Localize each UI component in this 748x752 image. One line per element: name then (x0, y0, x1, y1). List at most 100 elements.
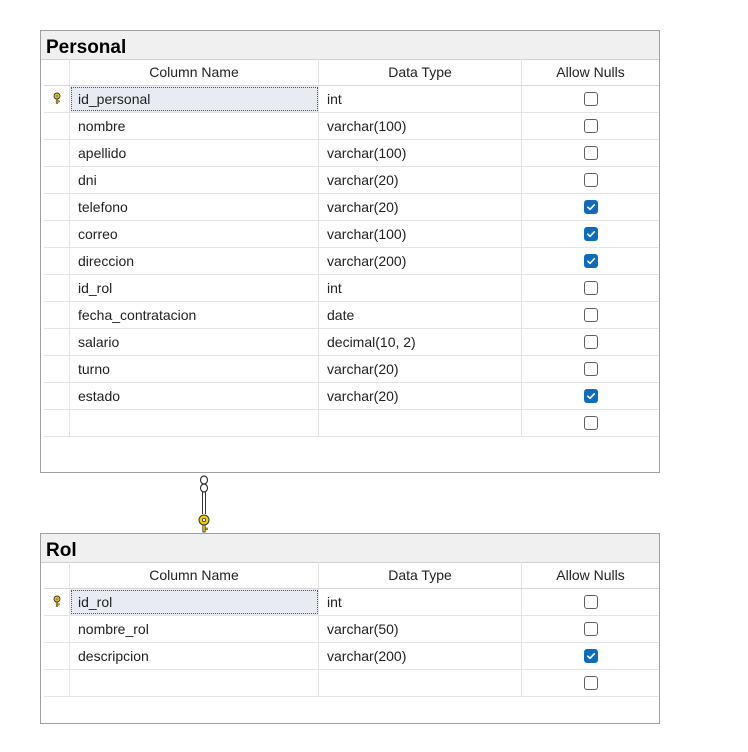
header-allow-nulls[interactable]: Allow Nulls (556, 64, 625, 80)
relationship-connector[interactable] (196, 474, 212, 534)
row-selector[interactable] (44, 167, 70, 193)
row-selector[interactable] (44, 248, 70, 274)
table-title-bar[interactable]: Rol (41, 534, 659, 563)
data-type-cell[interactable]: varchar(100) (319, 221, 522, 247)
allow-nulls-checkbox[interactable] (583, 119, 598, 133)
row-selector[interactable] (44, 194, 70, 220)
allow-nulls-checkbox[interactable] (583, 595, 598, 609)
data-type-cell[interactable] (319, 670, 522, 696)
allow-nulls-checkbox[interactable] (583, 146, 598, 160)
allow-nulls-cell (522, 140, 659, 166)
row-selector[interactable] (44, 329, 70, 355)
column-name-cell[interactable]: nombre_rol (70, 616, 319, 642)
column-name-cell[interactable]: id_rol (70, 275, 319, 301)
data-type-cell[interactable]: varchar(100) (319, 113, 522, 139)
data-type-cell[interactable]: varchar(200) (319, 643, 522, 669)
table-row[interactable] (44, 410, 659, 437)
data-type-cell[interactable]: varchar(20) (319, 356, 522, 382)
column-name-cell[interactable]: direccion (70, 248, 319, 274)
row-selector-header (44, 59, 70, 85)
allow-nulls-cell (522, 167, 659, 193)
column-name-cell[interactable]: telefono (70, 194, 319, 220)
column-name-cell[interactable] (70, 410, 319, 436)
data-type-cell[interactable]: varchar(200) (319, 248, 522, 274)
allow-nulls-checkbox[interactable] (583, 173, 598, 187)
row-selector[interactable] (44, 616, 70, 642)
data-type-cell[interactable]: decimal(10, 2) (319, 329, 522, 355)
column-name-cell[interactable]: nombre (70, 113, 319, 139)
allow-nulls-checkbox[interactable] (583, 335, 598, 349)
allow-nulls-checkbox[interactable] (583, 649, 598, 663)
column-name-cell[interactable]: estado (70, 383, 319, 409)
column-name-cell[interactable]: salario (70, 329, 319, 355)
header-data-type[interactable]: Data Type (319, 59, 522, 85)
row-selector[interactable] (44, 86, 70, 112)
allow-nulls-cell (522, 616, 659, 642)
row-selector[interactable] (44, 383, 70, 409)
row-selector[interactable] (44, 140, 70, 166)
allow-nulls-checkbox[interactable] (583, 308, 598, 322)
row-selector[interactable] (44, 356, 70, 382)
table-row[interactable] (44, 670, 659, 697)
data-type-cell[interactable]: int (319, 275, 522, 301)
column-name-cell[interactable]: id_personal (70, 86, 319, 112)
row-selector[interactable] (44, 302, 70, 328)
data-type-cell[interactable]: varchar(50) (319, 616, 522, 642)
table-title-bar[interactable]: Personal (41, 31, 659, 60)
column-name-cell[interactable]: fecha_contratacion (70, 302, 319, 328)
allow-nulls-checkbox[interactable] (583, 254, 598, 268)
column-name-cell[interactable] (70, 670, 319, 696)
data-type-cell[interactable]: int (319, 86, 522, 112)
row-selector[interactable] (44, 589, 70, 615)
data-type-cell[interactable]: date (319, 302, 522, 328)
allow-nulls-checkbox[interactable] (583, 92, 598, 106)
data-type-cell[interactable]: varchar(20) (319, 167, 522, 193)
allow-nulls-cell (522, 248, 659, 274)
column-name-cell[interactable]: apellido (70, 140, 319, 166)
allow-nulls-checkbox[interactable] (583, 227, 598, 241)
column-name-cell[interactable]: correo (70, 221, 319, 247)
column-name-cell[interactable]: id_rol (70, 589, 319, 615)
data-type-cell[interactable] (319, 410, 522, 436)
allow-nulls-checkbox[interactable] (583, 416, 598, 430)
allow-nulls-checkbox[interactable] (583, 622, 598, 636)
allow-nulls-checkbox[interactable] (583, 389, 598, 403)
header-data-type[interactable]: Data Type (319, 562, 522, 588)
header-column-name[interactable]: Column Name (70, 59, 319, 85)
allow-nulls-checkbox[interactable] (583, 362, 598, 376)
row-selector[interactable] (44, 275, 70, 301)
data-type-cell[interactable]: int (319, 589, 522, 615)
allow-nulls-checkbox[interactable] (583, 281, 598, 295)
data-type-cell[interactable]: varchar(20) (319, 383, 522, 409)
row-selector[interactable] (44, 410, 70, 436)
allow-nulls-checkbox[interactable] (583, 676, 598, 690)
row-selector[interactable] (44, 670, 70, 696)
column-name-cell[interactable]: descripcion (70, 643, 319, 669)
column-name-cell[interactable]: turno (70, 356, 319, 382)
row-selector[interactable] (44, 113, 70, 139)
column-name-cell[interactable]: dni (70, 167, 319, 193)
data-type-cell[interactable]: varchar(100) (319, 140, 522, 166)
allow-nulls-cell (522, 194, 659, 220)
data-type-cell[interactable]: varchar(20) (319, 194, 522, 220)
header-column-name[interactable]: Column Name (70, 562, 319, 588)
header-allow-nulls[interactable]: Allow Nulls (556, 567, 625, 583)
row-selector[interactable] (44, 221, 70, 247)
allow-nulls-checkbox[interactable] (583, 200, 598, 214)
row-selector[interactable] (44, 643, 70, 669)
